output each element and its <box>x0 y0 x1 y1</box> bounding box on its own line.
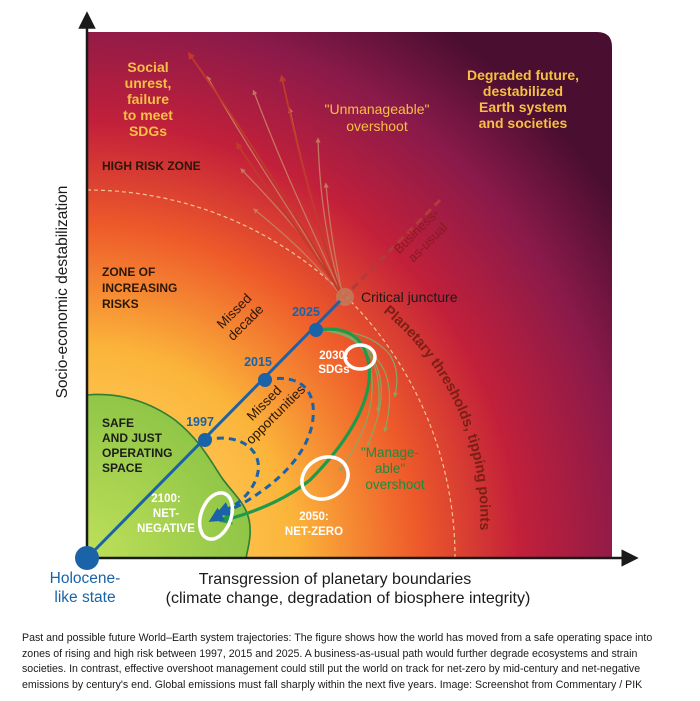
degraded-future-label: Degraded future, destabilized Earth syst… <box>467 67 579 131</box>
svg-text:overshoot: overshoot <box>365 477 425 492</box>
svg-text:NET-: NET- <box>153 508 179 520</box>
svg-text:SDGs: SDGs <box>318 364 349 376</box>
point-2025 <box>309 323 323 337</box>
svg-text:OPERATING: OPERATING <box>102 446 172 460</box>
high-risk-zone-label: HIGH RISK ZONE <box>102 159 201 173</box>
svg-text:2050:: 2050: <box>299 511 328 523</box>
svg-text:failure: failure <box>127 91 169 107</box>
trajectory-diagram: Socio-economic destabilization Transgres… <box>50 11 639 607</box>
manageable-overshoot-label: "Manage- able" overshoot <box>361 445 425 492</box>
missed-opportunities-path-2 <box>204 436 260 516</box>
svg-text:Degraded future,: Degraded future, <box>467 67 579 83</box>
svg-text:able": able" <box>375 461 406 476</box>
netnegative-2100-label: 2100: NET- NEGATIVE <box>137 493 195 535</box>
safe-zone-label: SAFE AND JUST OPERATING SPACE <box>102 416 172 475</box>
svg-text:SPACE: SPACE <box>102 461 142 475</box>
svg-text:NET-ZERO: NET-ZERO <box>285 526 343 538</box>
svg-text:and societies: and societies <box>479 115 568 131</box>
unmanageable-overshoot-paths <box>187 52 344 299</box>
origin-label-1: Holocene- <box>50 570 121 587</box>
svg-text:destabilized: destabilized <box>483 83 563 99</box>
sdgs-2030-label: 2030: SDGs <box>318 350 349 376</box>
svg-text:AND JUST: AND JUST <box>102 431 163 445</box>
historical-trajectory <box>85 299 342 560</box>
unmanageable-overshoot-label: "Unmanageable" overshoot <box>325 101 430 134</box>
svg-text:overshoot: overshoot <box>346 118 408 134</box>
x-axis-label-2: (climate change, degradation of biospher… <box>166 590 531 607</box>
point-1997 <box>198 433 212 447</box>
year-2015-label: 2015 <box>244 355 272 369</box>
netzero-2050-label: 2050: NET-ZERO <box>285 511 343 538</box>
social-unrest-label: Social unrest, failure to meet SDGs <box>123 59 173 139</box>
point-2015 <box>258 373 272 387</box>
ring-2050-netzero <box>300 455 350 501</box>
svg-text:unrest,: unrest, <box>125 75 172 91</box>
manageable-overshoot-path <box>218 327 371 525</box>
svg-text:"Manage-: "Manage- <box>361 445 419 460</box>
svg-text:2030:: 2030: <box>319 350 348 362</box>
ring-2100-netnegative <box>197 491 235 541</box>
y-axis-label: Socio-economic destabilization <box>54 186 71 399</box>
svg-text:SAFE: SAFE <box>102 416 134 430</box>
origin-label-2: like state <box>54 589 115 606</box>
svg-text:SDGs: SDGs <box>129 123 167 139</box>
critical-juncture-label: Critical juncture <box>361 289 458 305</box>
svg-text:INCREASING: INCREASING <box>102 281 177 295</box>
svg-text:NEGATIVE: NEGATIVE <box>137 523 195 535</box>
figure-caption: Past and possible future World–Earth sys… <box>22 632 653 691</box>
year-1997-label: 1997 <box>186 415 214 429</box>
svg-text:RISKS: RISKS <box>102 297 139 311</box>
business-as-usual-path <box>341 198 442 300</box>
origin-dot <box>75 546 99 570</box>
svg-text:Social: Social <box>127 59 168 75</box>
x-axis-label-1: Transgression of planetary boundaries <box>199 571 471 588</box>
svg-text:to meet: to meet <box>123 107 173 123</box>
year-2025-label: 2025 <box>292 305 320 319</box>
increasing-risk-zone-label: ZONE OF INCREASING RISKS <box>102 265 177 311</box>
svg-text:Earth system: Earth system <box>479 99 567 115</box>
ring-2030-sdgs <box>343 343 377 371</box>
svg-text:2100:: 2100: <box>151 493 180 505</box>
svg-text:"Unmanageable": "Unmanageable" <box>325 101 430 117</box>
svg-text:ZONE OF: ZONE OF <box>102 265 155 279</box>
